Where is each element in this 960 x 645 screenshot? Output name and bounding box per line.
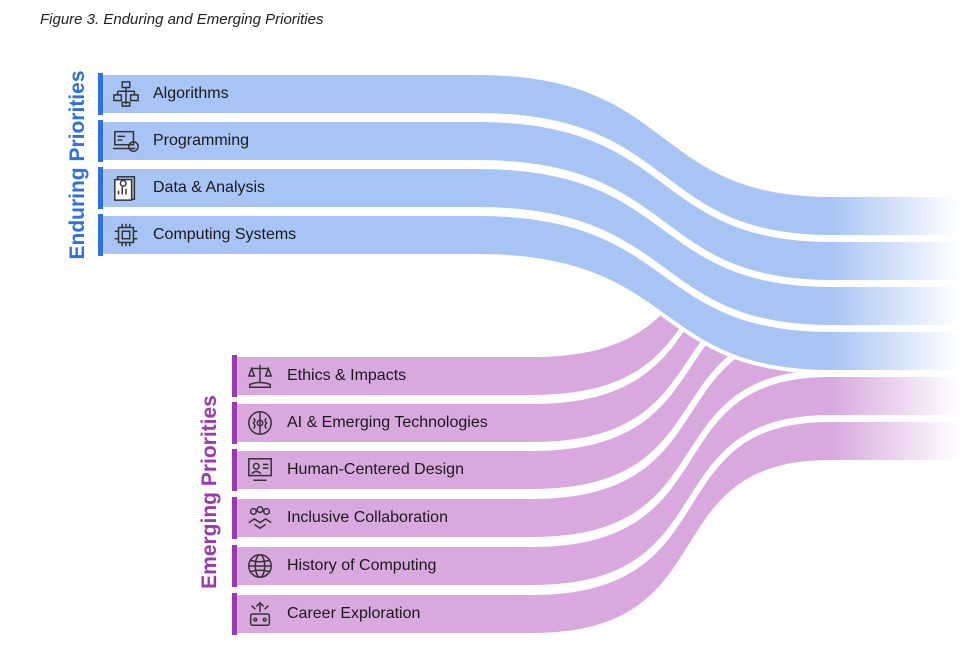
emerging-item-row: AI & Emerging Technologies bbox=[232, 402, 502, 444]
enduring-band bbox=[96, 212, 960, 374]
handshake-icon bbox=[245, 503, 275, 533]
career-icon bbox=[245, 599, 275, 629]
figure-title: Figure 3. Enduring and Emerging Prioriti… bbox=[40, 11, 324, 28]
enduring-item-label: Algorithms bbox=[153, 85, 229, 102]
emerging-item-label: Human-Centered Design bbox=[287, 461, 464, 478]
enduring-item-label: Programming bbox=[153, 132, 250, 149]
enduring-item-row: Programming bbox=[98, 120, 298, 162]
laptop-code-icon bbox=[111, 126, 141, 156]
enduring-item-row: Algorithms bbox=[98, 73, 298, 115]
emerging-item-label: Ethics & Impacts bbox=[287, 367, 407, 384]
emerging-item-label: AI & Emerging Technologies bbox=[287, 414, 488, 431]
fade-overlay bbox=[830, 180, 960, 540]
data-chart-icon bbox=[111, 173, 141, 203]
enduring-item-label: Computing Systems bbox=[153, 226, 297, 243]
emerging-item-row: History of Computing bbox=[232, 545, 502, 587]
emerging-item-row: Inclusive Collaboration bbox=[232, 497, 502, 539]
enduring-band bbox=[96, 71, 960, 239]
enduring-band bbox=[96, 165, 960, 329]
emerging-item-row: Career Exploration bbox=[232, 593, 502, 635]
scales-icon bbox=[245, 361, 275, 391]
emerging-item-label: Career Exploration bbox=[287, 605, 421, 622]
design-icon bbox=[245, 455, 275, 485]
brain-icon bbox=[245, 408, 275, 438]
emerging-item-row: Ethics & Impacts bbox=[232, 355, 502, 397]
emerging-item-label: History of Computing bbox=[287, 557, 437, 574]
enduring-band bbox=[96, 118, 960, 284]
enduring-item-row: Computing Systems bbox=[98, 214, 298, 256]
globe-icon bbox=[245, 551, 275, 581]
chip-icon bbox=[111, 220, 141, 250]
enduring-item-row: Data & Analysis bbox=[98, 167, 298, 209]
flowchart-icon bbox=[111, 79, 141, 109]
enduring-item-label: Data & Analysis bbox=[153, 179, 266, 196]
emerging-priorities-label: Emerging Priorities bbox=[198, 395, 221, 589]
emerging-item-row: Human-Centered Design bbox=[232, 449, 502, 491]
emerging-item-label: Inclusive Collaboration bbox=[287, 509, 448, 526]
enduring-priorities-label: Enduring Priorities bbox=[66, 70, 89, 260]
